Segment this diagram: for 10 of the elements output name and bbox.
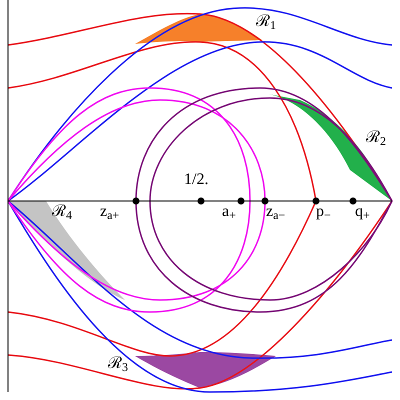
math-label: ℛ$_{2}$ (366, 130, 386, 146)
math-label: a$_{+}$ (222, 204, 236, 220)
math-label: z$_{a−}$ (266, 204, 286, 220)
math-label: ℛ$_{1}$ (256, 14, 276, 30)
math-label: ℛ$_{3}$ (108, 356, 128, 372)
math-label: 1/2. (184, 172, 208, 188)
math-label: p$_{−}$ (316, 204, 331, 220)
math-label: q$_{+}$ (355, 204, 370, 220)
math-label: z$_{a+}$ (100, 204, 120, 220)
math-label: ℛ$_{4}$ (52, 204, 72, 220)
